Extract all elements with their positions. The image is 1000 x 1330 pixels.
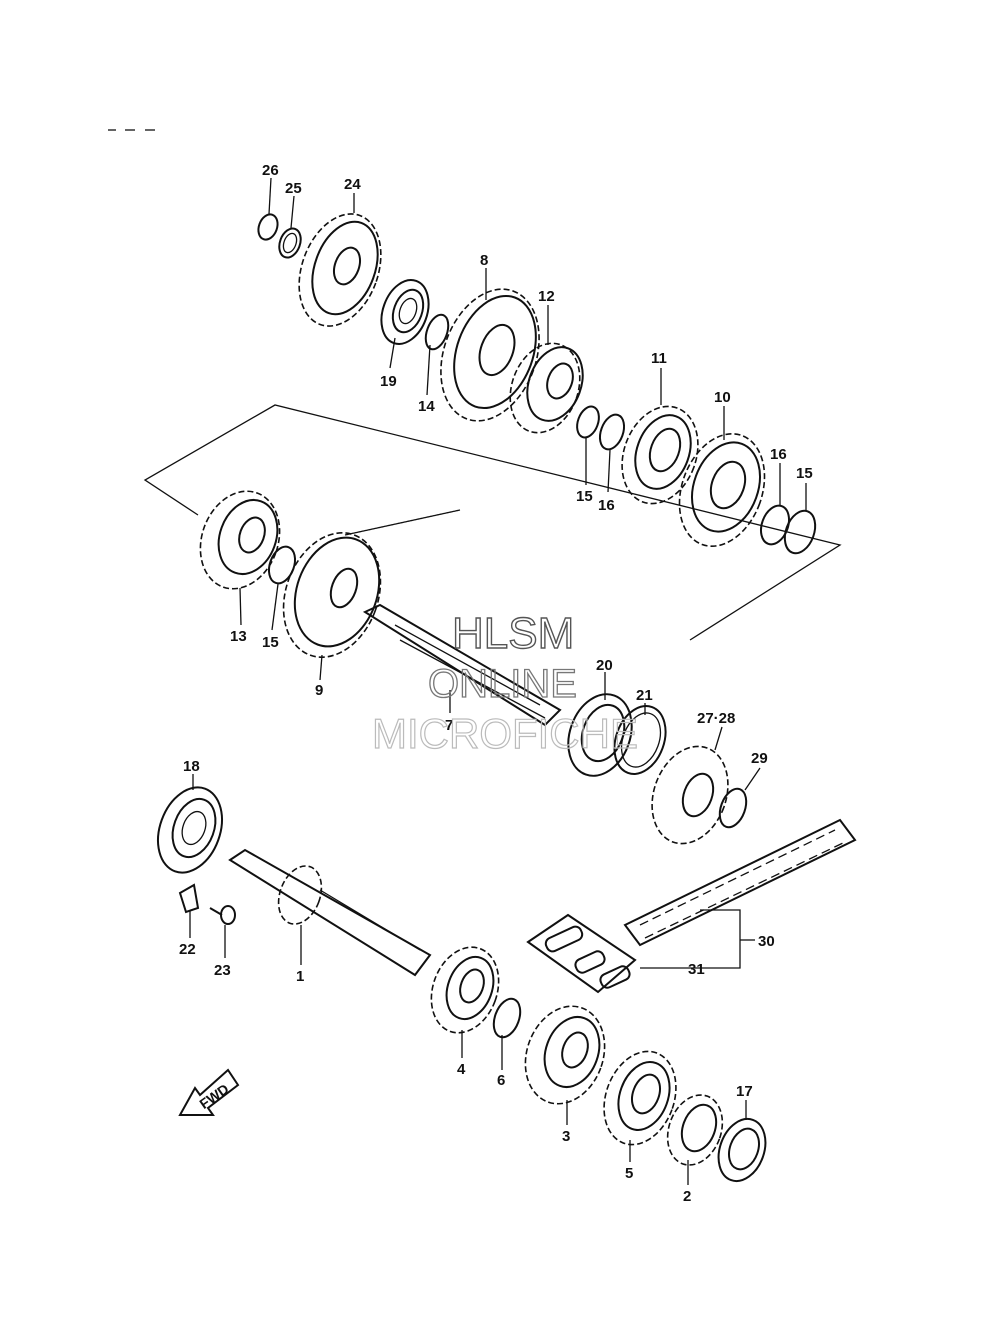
label-16-top: 16: [598, 497, 615, 514]
fwd-arrow-icon: FWD: [178, 1068, 240, 1116]
gear-4: [430, 946, 500, 1034]
circlip-29: [718, 787, 748, 829]
seal-21: [613, 705, 667, 775]
retainer-22: [178, 883, 200, 914]
sprocket-27-28: [651, 745, 729, 845]
label-22: 22: [179, 941, 196, 958]
label-27-28: 27·28: [697, 710, 735, 727]
gear-13: [199, 490, 281, 590]
gear-12: [509, 342, 584, 434]
label-17: 17: [736, 1083, 753, 1100]
washer-14: [424, 313, 450, 351]
label-31: 31: [688, 961, 705, 978]
label-30: 30: [758, 933, 775, 950]
label-18: 18: [183, 758, 200, 775]
label-1: 1: [296, 968, 304, 985]
washer-16-top: [598, 413, 626, 451]
master-link-31: [526, 913, 637, 994]
gear-8: [440, 288, 540, 422]
circlip-6: [492, 997, 522, 1039]
gear-3: [524, 1005, 606, 1105]
watermark-line2: ONLINE: [428, 662, 577, 706]
circlip-26: [257, 213, 279, 241]
circlip-15-top: [576, 405, 600, 439]
bearing-18: [157, 786, 223, 874]
label-12: 12: [538, 288, 555, 305]
label-10: 10: [714, 389, 731, 406]
gear-5: [603, 1050, 677, 1146]
label-4: 4: [457, 1061, 466, 1078]
label-6: 6: [497, 1072, 505, 1089]
label-29: 29: [751, 750, 768, 767]
label-26: 26: [262, 162, 279, 179]
gear-11: [621, 405, 699, 505]
gear-24: [298, 213, 382, 327]
drive-chain-30: [623, 818, 857, 947]
label-15-top: 15: [576, 488, 593, 505]
label-3: 3: [562, 1128, 570, 1145]
fwd-label: FWD: [196, 1081, 231, 1112]
label-16-right: 16: [770, 446, 787, 463]
label-19: 19: [380, 373, 397, 390]
label-15-mid: 15: [262, 634, 279, 651]
screw-23: [209, 905, 236, 925]
circlip-15-mid: [267, 545, 297, 585]
watermark: HLSM ONLINE MICROFICHE: [371, 608, 638, 757]
main-shaft-1: [228, 848, 432, 977]
label-8: 8: [480, 252, 488, 269]
gear-10: [678, 433, 766, 547]
gear-9: [282, 532, 382, 658]
label-24: 24: [344, 176, 361, 193]
countershaft-7: [362, 603, 562, 727]
label-11: 11: [651, 350, 667, 367]
watermark-line3: MICROFICHE: [372, 710, 638, 757]
label-23: 23: [214, 962, 231, 979]
group-outline: [143, 404, 842, 641]
label-14: 14: [418, 398, 435, 415]
circlip-15-right: [783, 509, 817, 555]
label-25: 25: [285, 180, 302, 197]
bearing-19: [380, 279, 430, 345]
washer-25: [278, 227, 302, 259]
label-5: 5: [625, 1165, 633, 1182]
gear-2: [666, 1094, 724, 1166]
washer-16-right: [759, 504, 791, 546]
label-20: 20: [596, 657, 613, 674]
label-13: 13: [230, 628, 247, 645]
part-number-labels: 26 25 24 8 12 19 14 11 10 15 16 16 15 13…: [179, 162, 813, 1205]
label-15-right: 15: [796, 465, 813, 482]
bearing-17: [717, 1118, 767, 1182]
leader-lines: [189, 177, 807, 1185]
label-7: 7: [445, 717, 453, 734]
label-2: 2: [683, 1188, 691, 1205]
label-9: 9: [315, 682, 323, 699]
label-21: 21: [636, 687, 653, 704]
watermark-line1: HLSM: [452, 609, 574, 658]
